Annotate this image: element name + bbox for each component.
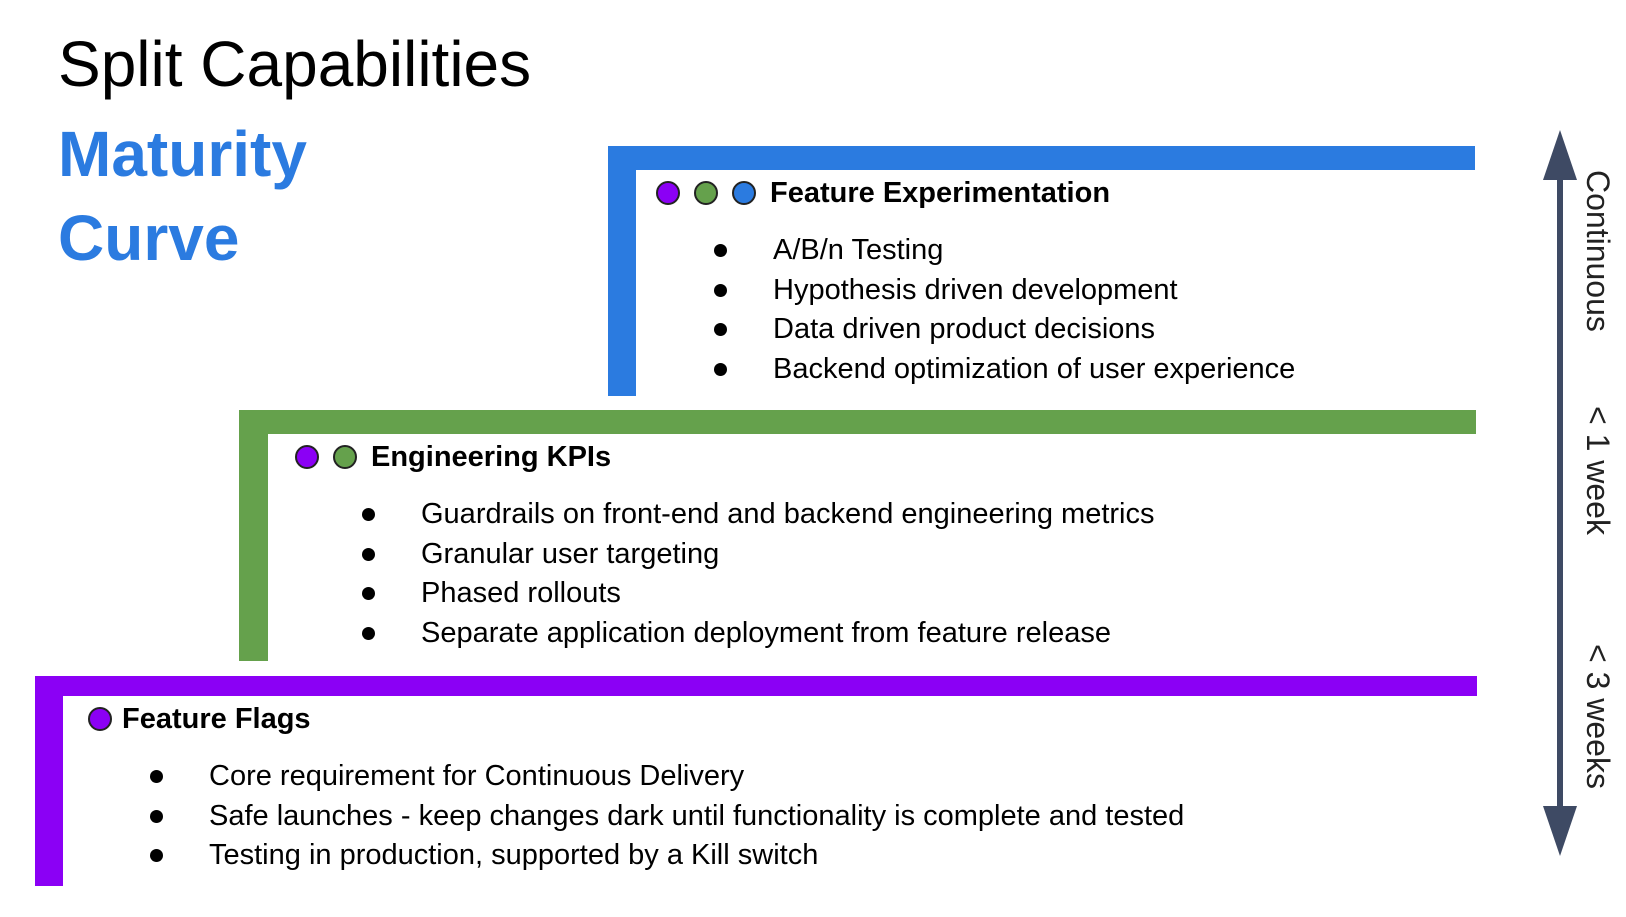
list-item: Guardrails on front-end and backend engi… <box>362 495 1154 535</box>
axis-label-continuous: Continuous <box>1580 170 1616 332</box>
tier-experimentation-bullets: A/B/n Testing Hypothesis driven developm… <box>714 231 1295 389</box>
tier-kpis-bullets: Guardrails on front-end and backend engi… <box>362 495 1154 653</box>
blue-dot-icon <box>732 181 756 205</box>
axis-label-three-weeks: < 3 weeks <box>1580 644 1616 789</box>
bullet-icon <box>714 283 727 297</box>
list-item: Separate application deployment from fea… <box>362 614 1154 654</box>
tier-experimentation-top-bar <box>608 146 1475 170</box>
tier-kpis-title: Engineering KPIs <box>371 441 612 473</box>
green-dot-icon <box>694 181 718 205</box>
list-item: Phased rollouts <box>362 574 1154 614</box>
list-item: A/B/n Testing <box>714 231 1295 271</box>
bullet-icon <box>362 508 375 522</box>
tier-experimentation-title: Feature Experimentation <box>770 177 1111 209</box>
list-item: Data driven product decisions <box>714 310 1295 350</box>
tier-experimentation-side-bar <box>608 146 636 396</box>
bullet-icon <box>714 362 727 376</box>
tier-flags-top-bar <box>35 676 1477 696</box>
page-title: Split Capabilities <box>58 28 532 100</box>
bullet-icon <box>150 809 163 823</box>
timeline-arrow-icon <box>1543 130 1577 856</box>
list-item: Backend optimization of user experience <box>714 350 1295 390</box>
tier-flags-heading: Feature Flags <box>88 702 311 736</box>
purple-dot-icon <box>295 445 319 469</box>
tier-kpis-heading: Engineering KPIs <box>295 440 611 474</box>
list-item: Testing in production, supported by a Ki… <box>150 836 1184 876</box>
bullet-icon <box>714 323 727 337</box>
tier-flags-bullets: Core requirement for Continuous Delivery… <box>150 757 1184 876</box>
page-subtitle: Maturity Curve <box>58 118 307 274</box>
list-item: Hypothesis driven development <box>714 271 1295 311</box>
list-item: Safe launches - keep changes dark until … <box>150 797 1184 837</box>
tier-kpis-side-bar <box>239 410 268 661</box>
tier-kpis-top-bar <box>239 410 1476 434</box>
list-item: Core requirement for Continuous Delivery <box>150 757 1184 797</box>
tier-flags-side-bar <box>35 676 63 886</box>
list-item: Granular user targeting <box>362 535 1154 575</box>
bullet-icon <box>362 626 375 640</box>
tier-flags-title: Feature Flags <box>122 703 311 735</box>
bullet-icon <box>150 849 163 863</box>
purple-dot-icon <box>88 707 112 731</box>
bullet-icon <box>150 770 163 784</box>
bullet-icon <box>714 244 727 258</box>
bullet-icon <box>362 547 375 561</box>
purple-dot-icon <box>656 181 680 205</box>
bullet-icon <box>362 587 375 601</box>
tier-experimentation-heading: Feature Experimentation <box>656 176 1110 210</box>
green-dot-icon <box>333 445 357 469</box>
axis-label-one-week: < 1 week <box>1580 406 1616 535</box>
